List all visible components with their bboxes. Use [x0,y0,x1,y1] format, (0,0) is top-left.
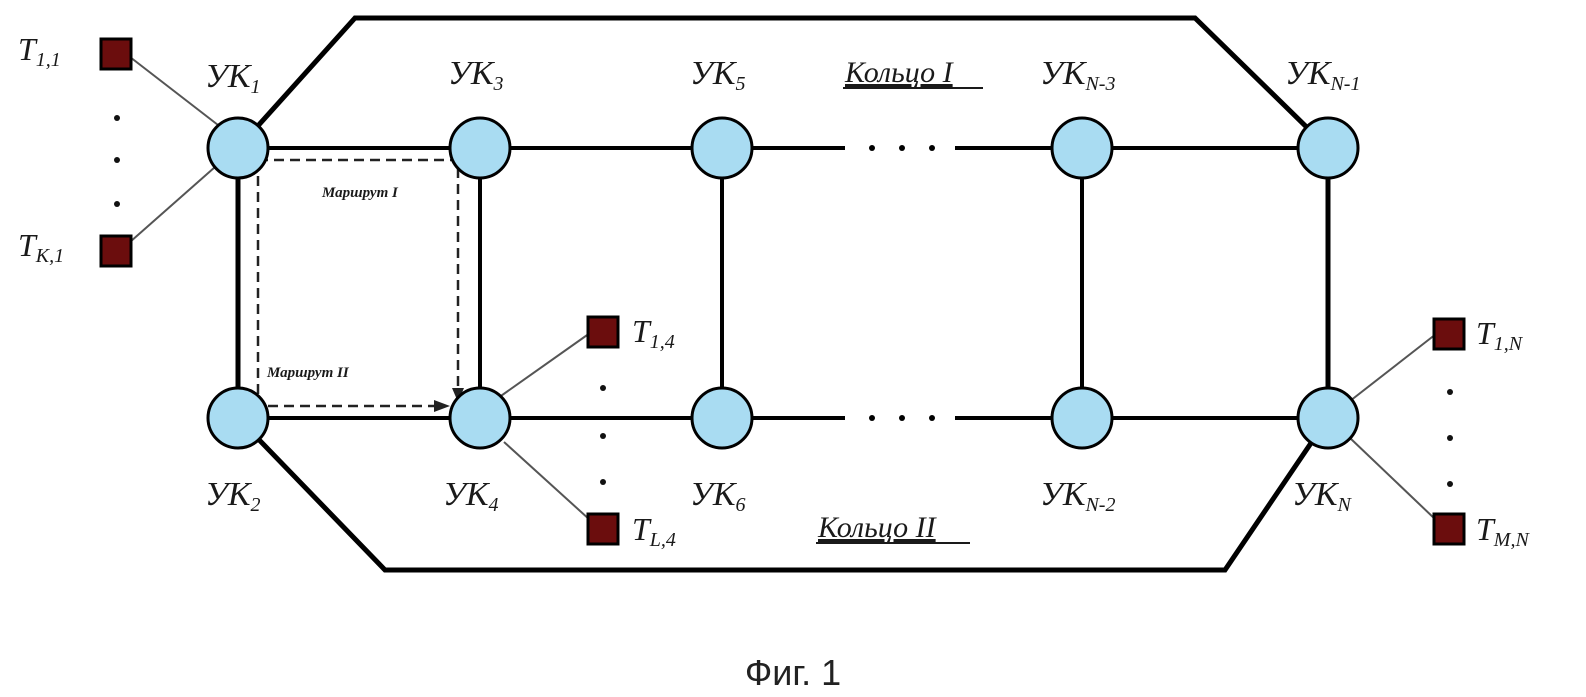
terminal-t1n [1434,319,1464,349]
node-n3 [450,118,510,178]
node-n1 [208,118,268,178]
node-label-nN1: УКN-1 [1285,55,1360,95]
node-n2 [208,388,268,448]
nodes [208,118,1358,448]
node-label-n1: УК1 [205,58,260,98]
terminal-tl4 [588,514,618,544]
node-label-nN3: УКN-3 [1040,55,1115,95]
terminal-label-t14: T1,4 [632,313,675,353]
terminal-label-t11: T1,1 [18,31,61,71]
terminal-dots [114,115,1453,487]
node-n5 [692,118,752,178]
ring-label-1: Кольцо I [844,56,955,89]
route-2-arrowhead [434,400,450,412]
node-label-n6: УК6 [690,476,745,516]
outer-ring-boundary [238,18,1328,570]
terminal-label-tl4: TL,4 [632,511,676,551]
node-nN1 [1298,118,1358,178]
node-nN [1298,388,1358,448]
terminal-label-tk1: TK,1 [18,227,64,267]
node-nN3 [1052,118,1112,178]
node-n4 [450,388,510,448]
figure-caption: Фиг. 1 [745,652,841,693]
node-label-n3: УК3 [448,55,503,95]
node-label-nN: УКN [1292,476,1352,516]
terminal-connectors [130,57,1436,520]
node-label-n5: УК5 [690,55,745,95]
terminal-tmn [1434,514,1464,544]
route-label-2: Маршрут II [266,365,350,381]
ring-label-2: Кольцо II [817,511,938,544]
node-nN2 [1052,388,1112,448]
node-label-nN2: УКN-2 [1040,476,1115,516]
node-label-n2: УК2 [205,476,260,516]
terminal-tk1 [101,236,131,266]
terminal-t11 [101,39,131,69]
ellipsis-top [869,145,935,151]
terminal-label-t1n: T1,N [1476,315,1524,355]
ellipsis-bottom [869,415,935,421]
terminals [101,39,1464,544]
node-label-n4: УК4 [443,476,498,516]
terminal-label-tmn: TM,N [1476,511,1530,551]
route-label-1: Маршрут I [321,185,399,201]
terminal-t14 [588,317,618,347]
vertical-links [238,148,1328,418]
node-n6 [692,388,752,448]
